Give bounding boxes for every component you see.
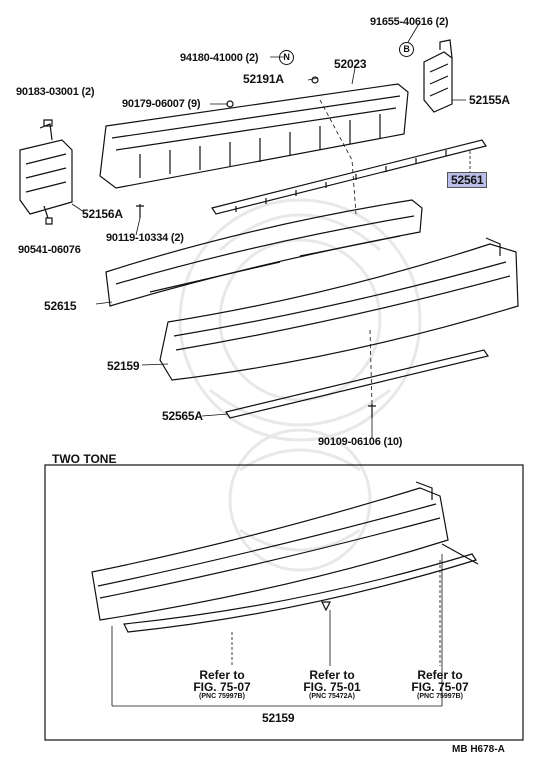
seal-52565A (225, 349, 489, 419)
ref-1-line3: (PNC 75997B) (199, 693, 245, 700)
label-52159-inset[interactable]: 52159 (262, 711, 295, 725)
watermark-emblem (178, 198, 422, 572)
label-90541[interactable]: 90541-06076 (18, 244, 81, 256)
ref-2-line1: Refer to (309, 668, 355, 682)
figure-code: MB H678-A (452, 744, 505, 755)
ref-2-line3: (PNC 75472A) (309, 693, 355, 700)
reinforcement-52023 (99, 83, 409, 189)
fasteners (43, 76, 376, 418)
label-90109[interactable]: 90109-06106 (10) (318, 436, 403, 448)
two-tone-inset (44, 464, 524, 741)
label-52155A[interactable]: 52155A (469, 93, 510, 107)
retainer-52561 (211, 139, 487, 215)
ref-3-line3: (PNC 75997B) (417, 693, 463, 700)
bracket-52156A (19, 123, 73, 219)
bracket-52155A (423, 39, 453, 113)
label-94180[interactable]: 94180-41000 (2) (180, 52, 259, 64)
ref-3-line2: FIG. 75-07 (411, 680, 469, 694)
label-52615[interactable]: 52615 (44, 299, 77, 313)
label-52565A[interactable]: 52565A (162, 409, 203, 423)
bumper-52159 (159, 237, 519, 381)
label-52156A[interactable]: 52156A (82, 207, 123, 221)
marker-b: B (399, 42, 414, 57)
label-52191A[interactable]: 52191A (243, 72, 284, 86)
bumper-cover-52615 (105, 199, 423, 307)
label-52023[interactable]: 52023 (334, 57, 367, 71)
ref-1-line2: FIG. 75-07 (193, 680, 251, 694)
ref-note-3[interactable]: Refer to FIG. 75-07 (PNC 75997B) (400, 669, 480, 701)
label-90119[interactable]: 90119-10334 (2) (106, 232, 184, 244)
label-90179[interactable]: 90179-06007 (9) (122, 98, 201, 110)
leader-lines (71, 21, 471, 438)
ref-1-line1: Refer to (199, 668, 245, 682)
inset-title: TWO TONE (52, 452, 117, 466)
marker-n: N (279, 50, 294, 65)
label-90183[interactable]: 90183-03001 (2) (16, 86, 95, 98)
ref-2-line2: FIG. 75-01 (303, 680, 361, 694)
ref-3-line1: Refer to (417, 668, 463, 682)
ref-note-2[interactable]: Refer to FIG. 75-01 (PNC 75472A) (292, 669, 372, 701)
ref-note-1[interactable]: Refer to FIG. 75-07 (PNC 75997B) (182, 669, 262, 701)
label-52561-highlighted[interactable]: 52561 (447, 172, 488, 188)
label-52159[interactable]: 52159 (107, 359, 140, 373)
label-91655[interactable]: 91655-40616 (2) (370, 16, 449, 28)
